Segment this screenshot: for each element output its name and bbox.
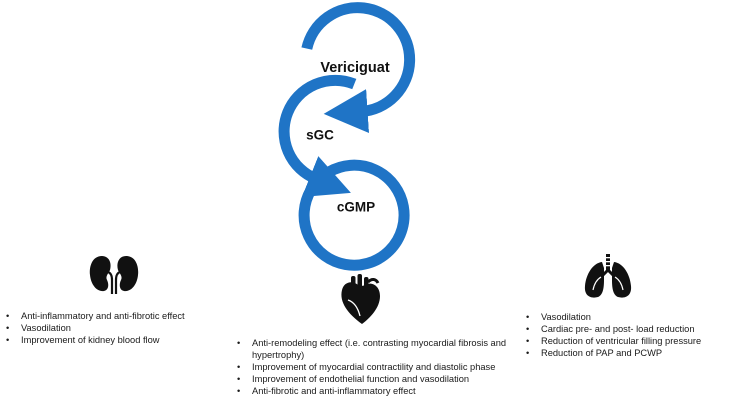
- effect-item: Anti-inflammatory and anti-fibrotic effe…: [4, 310, 234, 322]
- lung-effects-list: VasodilationCardiac pre- and post- load …: [524, 311, 729, 359]
- effect-item: Reduction of ventricular filling pressur…: [524, 335, 729, 347]
- effect-item: Vasodilation: [4, 322, 234, 334]
- cascade-ring-cgmp: cGMP: [298, 159, 410, 271]
- kidney-effects-list: Anti-inflammatory and anti-fibrotic effe…: [4, 310, 234, 346]
- effect-item: Anti-fibrotic and anti-inflammatory effe…: [235, 385, 525, 397]
- effect-item: Anti-remodeling effect (i.e. contrasting…: [235, 337, 525, 361]
- effect-item: Reduction of PAP and PCWP: [524, 347, 729, 359]
- heart-icon: [341, 274, 380, 324]
- node-label-sgc: sGC: [306, 128, 334, 143]
- ring-arrow-2: [278, 74, 357, 197]
- ring-arrow-1: [301, 2, 416, 134]
- lungs-icon: [584, 254, 632, 298]
- effect-item: Cardiac pre- and post- load reduction: [524, 323, 729, 335]
- effect-item: Vasodilation: [524, 311, 729, 323]
- effect-item: Improvement of kidney blood flow: [4, 334, 234, 346]
- node-label-vericiguat: Vericiguat: [320, 60, 389, 76]
- cascade-ring-vericiguat: Vericiguat: [301, 2, 416, 134]
- heart-effects-list: Anti-remodeling effect (i.e. contrasting…: [235, 337, 525, 397]
- effect-item: Improvement of myocardial contractility …: [235, 361, 525, 373]
- ring-arrow-3: [298, 159, 410, 271]
- cascade-ring-sgc: sGC: [278, 74, 357, 197]
- kidney-icon: [89, 256, 139, 294]
- node-label-cgmp: cGMP: [337, 200, 375, 215]
- effect-item: Improvement of endothelial function and …: [235, 373, 525, 385]
